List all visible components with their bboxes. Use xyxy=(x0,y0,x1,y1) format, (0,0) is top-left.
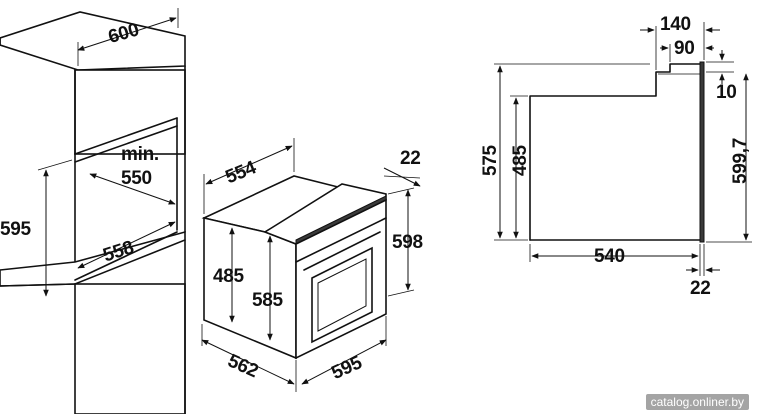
side-top-offset-label: 10 xyxy=(716,82,737,103)
oven-front-thickness-label: 22 xyxy=(400,148,421,169)
niche-min-width-label: 550 xyxy=(121,168,152,189)
oven-side-view: 140 90 10 575 485 599,7 540 22 xyxy=(480,14,752,299)
side-front-thickness-label: 22 xyxy=(690,278,711,299)
oven-front-height-label: 585 xyxy=(252,290,284,311)
oven-drawing: 554 485 585 598 22 562 595 xyxy=(201,138,423,392)
niche-height-label: 595 xyxy=(0,219,32,240)
oven-door-window xyxy=(311,246,373,344)
oven-body-height-label: 485 xyxy=(213,266,245,287)
oven-depth-label: 554 xyxy=(223,157,260,188)
niche-min-label: min. xyxy=(121,144,159,165)
side-body-height-label: 485 xyxy=(510,144,531,176)
side-step-label: 90 xyxy=(674,38,695,59)
oven-overall-height-label: 598 xyxy=(392,232,423,253)
lower-cabinet xyxy=(74,283,186,414)
side-front-panel xyxy=(699,61,705,243)
side-front-height-label: 599,7 xyxy=(730,138,751,184)
oven-body-depth-label: 562 xyxy=(224,351,261,383)
cabinet-niche: 600 min. 550 595 558 xyxy=(0,8,186,414)
upper-cabinet-top xyxy=(0,11,186,71)
niche-floor xyxy=(0,230,186,287)
upper-cabinet-front xyxy=(74,69,186,155)
side-top-depth-label: 140 xyxy=(660,14,691,35)
watermark: catalog.onliner.by xyxy=(645,394,749,410)
oven-front-width-label: 595 xyxy=(328,352,365,384)
side-body-depth-label: 540 xyxy=(594,246,625,267)
side-overall-height-label: 575 xyxy=(480,144,501,176)
